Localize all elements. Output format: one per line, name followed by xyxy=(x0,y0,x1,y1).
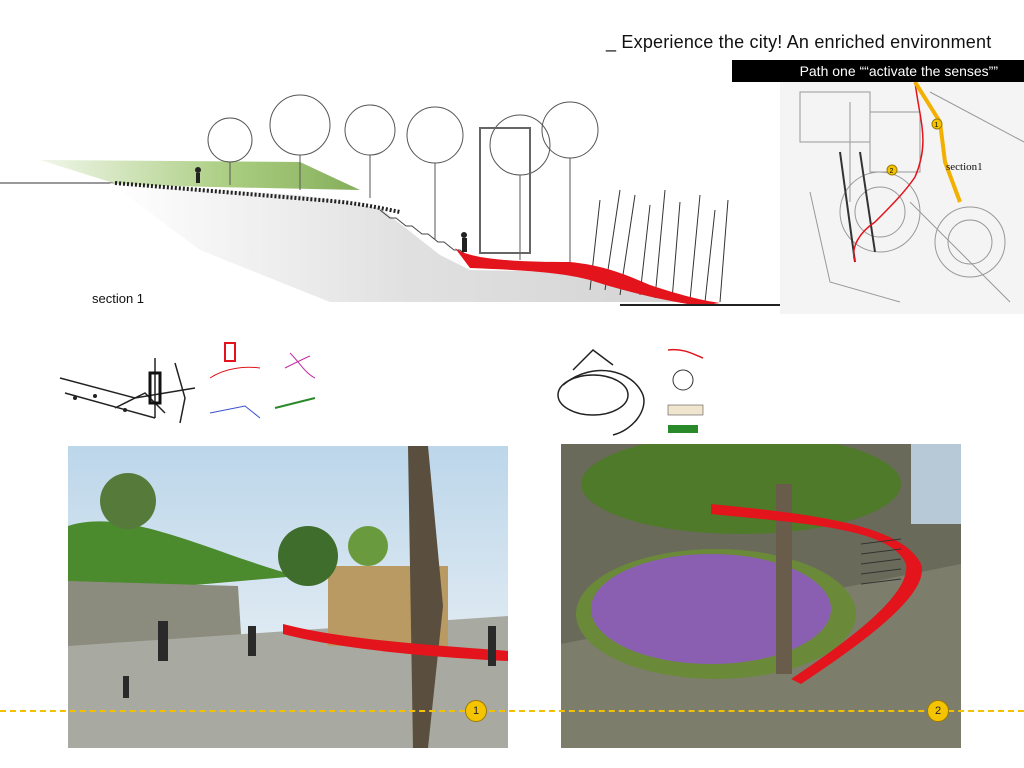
page-title: _ Experience the city! An enriched envir… xyxy=(606,32,992,52)
location-marker-1-label: 1 xyxy=(472,705,480,717)
plan-marker-1: 1 xyxy=(935,122,939,129)
plan-section-label: section1 xyxy=(946,161,983,173)
site-plan: 1 2 xyxy=(780,82,1024,314)
section-drawing xyxy=(0,94,1024,306)
sketch-left xyxy=(59,342,316,424)
location-marker-2: 2 xyxy=(927,700,949,722)
plan-marker-2: 2 xyxy=(890,168,894,175)
location-marker-1: 1 xyxy=(465,700,487,722)
path-banner-label: Path one ““activate the senses”” xyxy=(799,63,998,79)
section-label: section 1 xyxy=(92,291,145,306)
location-marker-2-label: 2 xyxy=(934,705,942,717)
sketch-right xyxy=(557,348,704,436)
render-image-2 xyxy=(561,444,961,748)
path-dashed-line xyxy=(0,710,1024,712)
path-banner: Path one ““activate the senses”” xyxy=(732,60,1024,82)
render-image-1 xyxy=(68,446,508,748)
